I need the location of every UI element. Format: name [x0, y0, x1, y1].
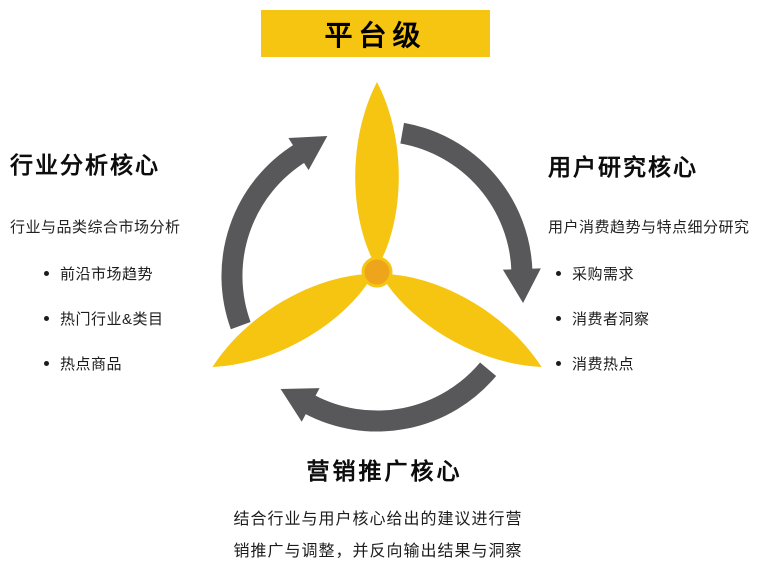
- bullet-label: 消费热点: [572, 356, 635, 373]
- bullet-dot-icon: [44, 316, 49, 321]
- industry-analysis-section: 行业分析核心 行业与品类综合市场分析 前沿市场趋势 热门行业&类目 热点商品: [10, 146, 250, 398]
- user-research-bullet-list: 采购需求 消费者洞察 消费热点: [548, 263, 763, 374]
- bullet-dot-icon: [556, 361, 561, 366]
- propeller-blade-top: [355, 82, 399, 268]
- bullet-item: 消费热点: [556, 353, 763, 374]
- platform-level-banner: 平台级: [261, 10, 490, 57]
- bullet-item: 热点商品: [44, 353, 250, 374]
- bullet-item: 消费者洞察: [556, 308, 763, 329]
- bullet-label: 热门行业&类目: [60, 311, 164, 328]
- marketing-promotion-section: 营销推广核心 结合行业与用户核心给出的建议进行营销推广与调整，并反向输出结果与洞…: [0, 452, 769, 565]
- industry-analysis-title: 行业分析核心: [10, 152, 160, 178]
- propeller-hub: [361, 256, 393, 288]
- industry-bullet-list: 前沿市场趋势 热门行业&类目 热点商品: [10, 263, 250, 374]
- bullet-item: 前沿市场趋势: [44, 263, 250, 284]
- platform-level-label: 平台级: [324, 19, 427, 51]
- bullet-item: 采购需求: [556, 263, 763, 284]
- marketing-promotion-description: 结合行业与用户核心给出的建议进行营销推广与调整，并反向输出结果与洞察: [233, 511, 523, 560]
- bullet-dot-icon: [556, 316, 561, 321]
- bullet-dot-icon: [44, 271, 49, 276]
- bullet-dot-icon: [556, 271, 561, 276]
- propeller: [201, 82, 553, 386]
- bullet-label: 消费者洞察: [572, 311, 650, 328]
- bullet-item: 热门行业&类目: [44, 308, 250, 329]
- bullet-label: 前沿市场趋势: [60, 266, 154, 283]
- user-research-section: 用户研究核心 用户消费趋势与特点细分研究 采购需求 消费者洞察 消费热点: [548, 148, 763, 398]
- bullet-label: 热点商品: [60, 356, 123, 373]
- industry-analysis-subtitle: 行业与品类综合市场分析: [10, 219, 181, 236]
- user-research-title: 用户研究核心: [548, 154, 698, 180]
- user-research-subtitle: 用户消费趋势与特点细分研究: [548, 219, 750, 236]
- bullet-label: 采购需求: [572, 266, 635, 283]
- marketing-promotion-title: 营销推广核心: [306, 458, 463, 484]
- bullet-dot-icon: [44, 361, 49, 366]
